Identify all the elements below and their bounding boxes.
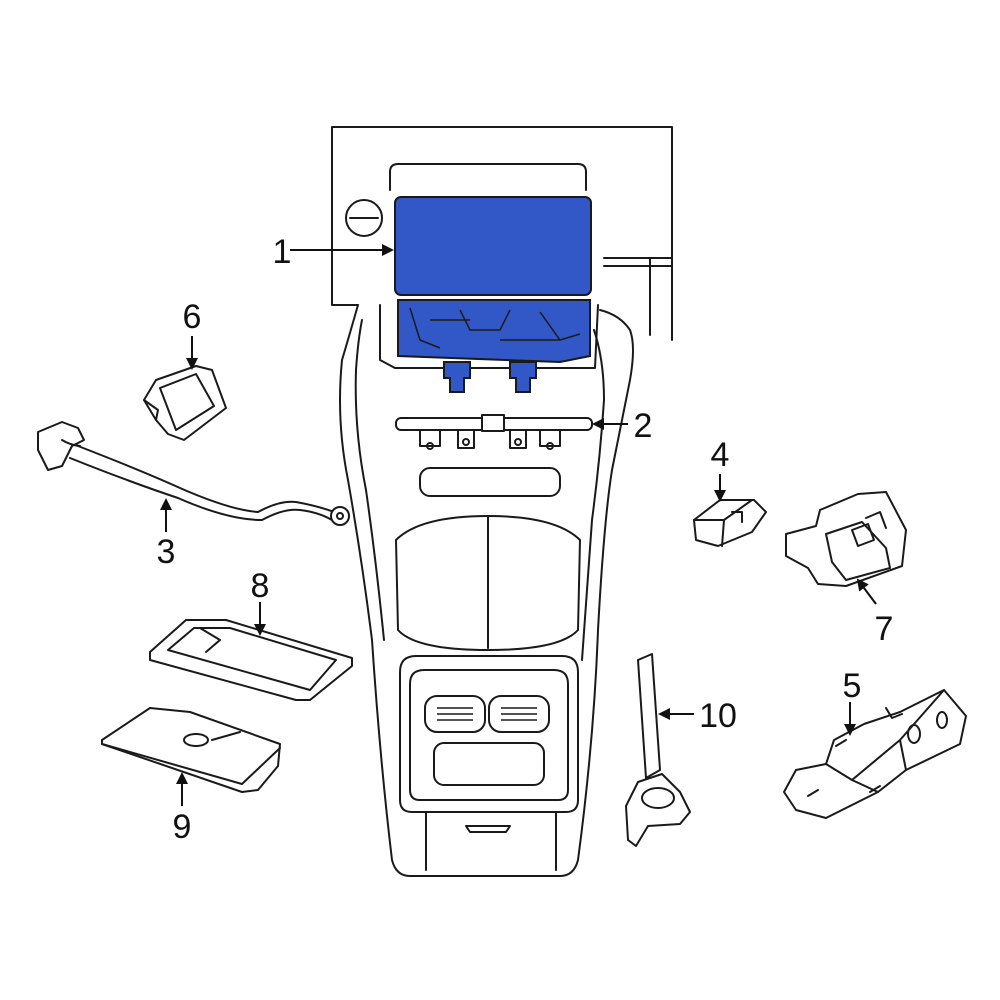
center-console (339, 304, 634, 877)
callout-7: 7 (875, 610, 894, 648)
part-9-charger[interactable] (101, 707, 281, 793)
part-10-post[interactable] (625, 653, 691, 847)
dashboard-panel (331, 126, 673, 341)
callout-4: 4 (711, 436, 730, 474)
callout-6: 6 (183, 298, 202, 336)
callout-9: 9 (173, 808, 192, 846)
part-7-receptacle[interactable] (785, 491, 907, 587)
callout-2: 2 (634, 407, 653, 445)
callout-10: 10 (699, 697, 737, 735)
callout-labels: 1 2 3 4 5 6 7 8 9 10 (157, 233, 894, 846)
part-2-trim-strip[interactable] (395, 414, 593, 450)
part-5-module[interactable] (783, 689, 967, 819)
leader-lines (160, 244, 877, 806)
part-6-bezel[interactable] (143, 365, 227, 441)
part-8-pad[interactable] (149, 619, 353, 701)
callout-8: 8 (251, 567, 270, 605)
part-1-display[interactable] (394, 196, 592, 393)
callout-1: 1 (273, 233, 292, 271)
callout-3: 3 (157, 533, 176, 571)
callout-5: 5 (843, 667, 862, 705)
part-4-switch[interactable] (693, 499, 767, 547)
part-3-wire-harness[interactable] (37, 421, 350, 526)
